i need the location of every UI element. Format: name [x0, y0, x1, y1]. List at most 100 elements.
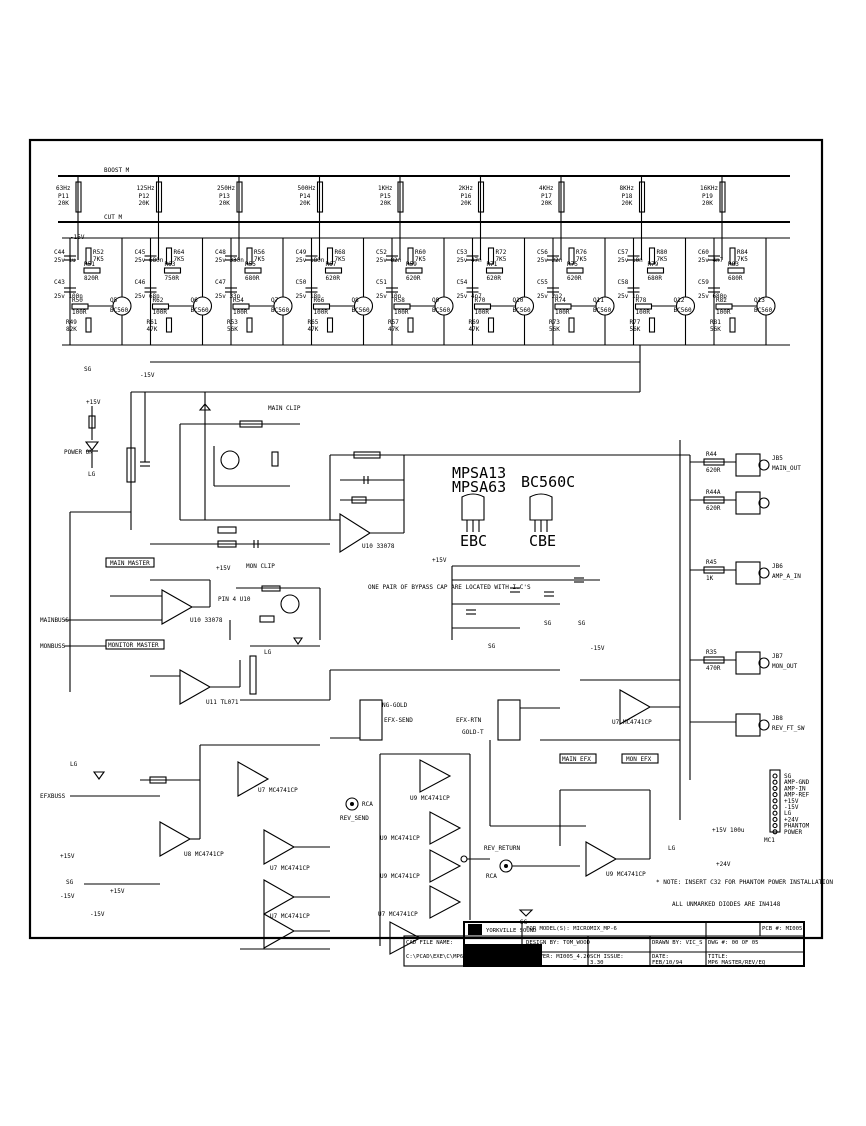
eq-cap-bot-ref: C58	[618, 279, 629, 286]
eq-freq-label: 125Hz	[137, 185, 155, 192]
eq-cap-bot-value: 25v 2n2	[537, 293, 563, 300]
u7-label-3: U7 MC4741CP	[270, 913, 310, 920]
jack-ref: JB5	[772, 455, 783, 462]
eq-cap-top-ref: C53	[457, 249, 468, 256]
jack-body	[735, 453, 761, 477]
main-master-label: MAIN MASTER	[110, 560, 150, 567]
jack-tip	[758, 497, 770, 509]
eq-transistor-model: BC560	[271, 307, 289, 314]
eq-cap-bot-value: 25v 1n	[618, 293, 640, 300]
connector-pin	[772, 816, 778, 822]
eq-res-e-value: 100R	[716, 309, 731, 316]
eq-transistor-ref: Q12	[674, 297, 685, 304]
connector-pin-label: +15V	[784, 798, 799, 805]
eq-freq-label: 1KHz	[378, 185, 393, 192]
eq-res-bias-value: 7K5	[335, 256, 346, 263]
pos15-label-2: +15V	[216, 565, 231, 572]
eq-cap-top-value: 25v 82n	[376, 257, 402, 264]
eq-pot-value: 20K	[702, 200, 713, 207]
eq-res-bias-ref: R84	[737, 249, 748, 256]
jack-res-ref: R45	[706, 559, 717, 566]
eq-cap-top-value: 25v 10n	[618, 257, 644, 264]
eq-res-bias-value: 7K5	[657, 256, 668, 263]
lg-label-3: LG	[70, 761, 78, 768]
power-on-label: POWER ON	[64, 449, 93, 456]
eq-res-e-ref: R70	[475, 297, 486, 304]
lg-label-1: LG	[88, 471, 96, 478]
eq-res-a-ref: R55	[245, 261, 256, 268]
eq-res-bias-ref: R64	[174, 249, 185, 256]
eq-freq-label: 4KHz	[539, 185, 554, 192]
eq-cap-bot-value: 25v 68n	[135, 293, 161, 300]
rev-return-label: REV_RETURN	[484, 845, 521, 852]
sheet-border	[28, 138, 824, 940]
lg-label-4: LG	[668, 845, 676, 852]
eq-pot-ref: P12	[139, 193, 150, 200]
pcb-version: PCB VER: MI005_4.20	[526, 954, 590, 960]
eq-res-load-value: 56K	[710, 326, 721, 333]
eq-res-load-ref: R81	[710, 319, 721, 326]
eq-res-bias-value: 7K5	[576, 256, 587, 263]
pinout-mpsa63: MPSA63	[452, 478, 506, 496]
eq-pot-value: 20K	[300, 200, 311, 207]
jack-res-ref: R44A	[706, 489, 721, 496]
note-diodes: ALL UNMARKED DIODES ARE IN4148	[672, 901, 781, 908]
jack-body	[735, 651, 761, 675]
eq-res-bias-ref: R56	[254, 249, 265, 256]
eq-pot-value: 20K	[541, 200, 552, 207]
eq-transistor-ref: Q7	[271, 297, 279, 304]
eq-cap-bot-ref: C59	[698, 279, 709, 286]
eq-cap-bot-value: 25v 10n	[376, 293, 402, 300]
connector-pin-label: AMP-IN	[784, 785, 806, 792]
mon-clip-label: MON CLIP	[246, 563, 275, 570]
u9-label-2: U9 MC4741CP	[380, 835, 420, 842]
sg-label-4: SG	[66, 879, 74, 886]
eq-res-load-value: 82K	[66, 326, 77, 333]
eq-res-e-ref: R58	[394, 297, 405, 304]
boost-rail-label: BOOST M	[104, 167, 130, 174]
rca-label-1: RCA	[362, 801, 373, 808]
eq-transistor-model: BC560	[674, 307, 692, 314]
eq-cap-bot-ref: C46	[135, 279, 146, 286]
eq-res-load-value: 47K	[388, 326, 399, 333]
pcb-number: PCB #: MI005	[762, 926, 802, 932]
eq-res-bias-ref: R60	[415, 249, 426, 256]
eq-pot-ref: P19	[702, 193, 713, 200]
eq-res-bias	[246, 247, 253, 265]
pos15-label-3: +15V	[432, 557, 447, 564]
eq-res-a-value: 620R	[567, 275, 582, 282]
jack-tip	[758, 657, 770, 669]
jack-res-value: 1K	[706, 575, 714, 582]
pin4-label: PIN 4 U10	[218, 596, 251, 603]
eq-cap-bot-ref: C55	[537, 279, 548, 286]
eq-freq-label: 8KHz	[620, 185, 635, 192]
eq-res-load	[326, 317, 334, 333]
eq-res-bias-ref: R68	[335, 249, 346, 256]
u7-label-4: U7 MC4741CP	[378, 911, 418, 918]
eq-res-a	[244, 267, 262, 274]
eq-cap-bot-value: 25v 4n7	[457, 293, 483, 300]
efx-rtn-label: EFX-RTN	[456, 717, 482, 724]
eq-res-load	[165, 317, 173, 333]
eq-pot-value: 20K	[219, 200, 230, 207]
eq-transistor-model: BC560	[593, 307, 611, 314]
eq-transistor-ref: Q11	[593, 297, 604, 304]
eq-res-bias	[648, 247, 656, 265]
eq-res-load-value: 47K	[469, 326, 480, 333]
eq-res-bias-ref: R72	[496, 249, 507, 256]
pos15-label-5: +15V	[110, 888, 125, 895]
eq-res-a	[83, 267, 101, 274]
u9-label-1: U9 MC4741CP	[410, 795, 450, 802]
eq-res-e-ref: R50	[72, 297, 83, 304]
main-efx-label: MAIN EFX	[562, 756, 591, 763]
eq-res-load	[648, 317, 656, 333]
efx-reverb-section: LG EFXBUSS U8 MC4741CP +15V SG -15V +15V…	[40, 679, 833, 955]
eq-freq-label: 63Hz	[56, 185, 71, 192]
eq-pot-ref: P18	[622, 193, 633, 200]
yorkville-logo	[468, 924, 482, 935]
connector-pin-label: PHANTOM	[784, 823, 810, 830]
jack-net: MAIN_OUT	[772, 465, 801, 472]
eq-res-load-value: 56K	[549, 326, 560, 333]
connector-pin	[772, 779, 778, 785]
eq-res-load	[487, 317, 495, 333]
